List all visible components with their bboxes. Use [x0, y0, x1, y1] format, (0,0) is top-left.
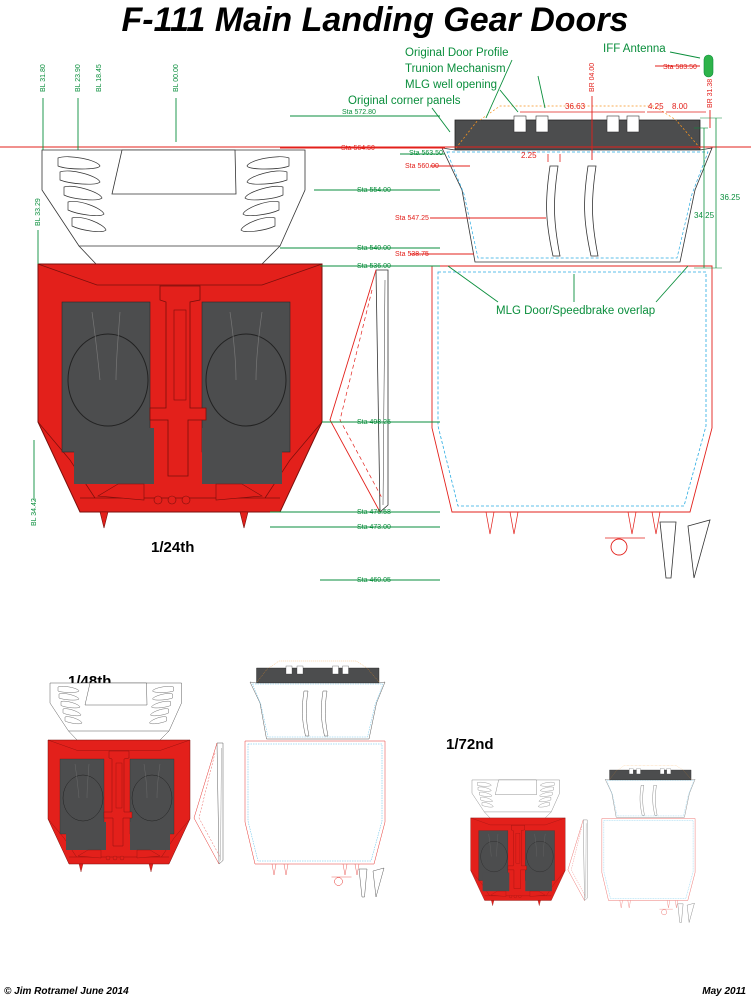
- label-sta-476-58: Sta 476.58: [357, 509, 391, 516]
- upper-door-view: [441, 105, 713, 263]
- label-sta-540-00: Sta 540.00: [357, 245, 391, 252]
- iff-antenna-shape: [703, 54, 714, 78]
- label-bl-33-29: BL 33.29: [35, 198, 42, 226]
- label-sta-560-00: Sta 560.00: [405, 163, 439, 170]
- label-sta-564-50: Sta 564.50: [341, 145, 375, 152]
- side-profile-view: [329, 269, 389, 513]
- dim-36-63: 36.63: [565, 102, 586, 111]
- station-ticks: [270, 65, 700, 581]
- callout-original-door-profile: Original Door Profile: [405, 47, 509, 59]
- label-sta-536-00: Sta 536.00: [357, 263, 391, 270]
- dim-36-25: 36.25: [720, 193, 741, 202]
- mlg-well-view: [41, 149, 306, 265]
- dim-4-25: 4.25: [648, 102, 664, 111]
- label-bl-23-90: BL 23.90: [75, 64, 82, 92]
- footer-date: May 2011: [702, 986, 746, 997]
- callout-iff-antenna: IFF Antenna: [603, 43, 666, 55]
- dim-34-25: 34.25: [694, 211, 715, 220]
- label-bl-34-42: BL 34.42: [31, 498, 38, 526]
- label-br-04-00: BR 04.00: [589, 63, 596, 92]
- label-sta-473-00: Sta 473.00: [357, 524, 391, 531]
- dimension-lines: [520, 111, 722, 269]
- label-sta-583-50: Sta 583.50: [663, 64, 697, 71]
- callout-original-corner-panels: Original corner panels: [348, 95, 461, 107]
- label-bl-00-00: BL 00.00: [173, 64, 180, 92]
- iff-leader: [669, 51, 701, 59]
- scale-label-1-24: 1/24th: [151, 539, 194, 556]
- label-bl-31-80: BL 31.80: [40, 64, 47, 92]
- buttock-line-ticks: [33, 98, 177, 500]
- extra-parts: [604, 519, 711, 579]
- label-br-31-38: BR 31.38: [707, 79, 714, 108]
- drawing-1-72: [470, 765, 696, 923]
- callout-trunion-mechanism: Trunion Mechanism: [405, 63, 506, 75]
- label-sta-563-50: Sta 563.50: [409, 150, 443, 157]
- dim-2-25: 2.25: [521, 151, 537, 160]
- callout-leaders: [431, 59, 689, 303]
- label-sta-538-75: Sta 538.75: [395, 251, 429, 258]
- label-sta-547-25: Sta 547.25: [395, 215, 429, 222]
- dim-8-00: 8.00: [672, 102, 688, 111]
- main-drawing-1-24: BL 31.80 BL 23.90 BL 18.45 BL 00.00 BL 3…: [0, 43, 751, 584]
- label-sta-554-00: Sta 554.00: [357, 187, 391, 194]
- label-bl-18-45: BL 18.45: [96, 64, 103, 92]
- label-sta-460-05: Sta 460.05: [357, 577, 391, 584]
- scale-label-1-72: 1/72nd: [446, 736, 494, 753]
- callout-mlg-well-opening: MLG well opening: [405, 79, 497, 91]
- drawing-1-48: [47, 660, 386, 898]
- label-sta-572-80: Sta 572.80: [342, 109, 376, 116]
- footer-credit: © Jim Rotramel June 2014: [4, 986, 129, 997]
- callout-mlg-overlap: MLG Door/Speedbrake overlap: [496, 305, 655, 317]
- label-sta-498-25: Sta 498.25: [357, 419, 391, 426]
- page-title: F-111 Main Landing Gear Doors: [122, 1, 629, 39]
- red-door-view: [37, 263, 323, 529]
